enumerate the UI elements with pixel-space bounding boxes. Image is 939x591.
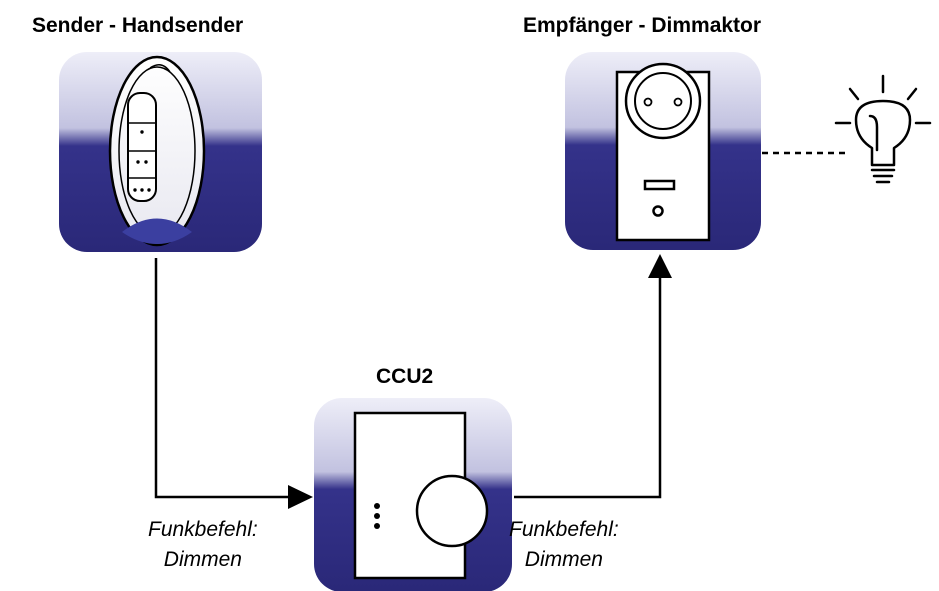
ccu-title: CCU2 — [376, 365, 434, 388]
connection-lines — [154, 151, 848, 499]
command-caption-left-line1: Funkbefehl: — [148, 518, 258, 541]
sender-title: Sender - Handsender — [32, 14, 244, 37]
command-caption-left-line2: Dimmen — [163, 548, 242, 571]
arrow-into-ccu-icon — [288, 485, 313, 509]
plug-dimmer-icon — [615, 62, 711, 242]
ccu-tile — [314, 398, 512, 591]
receiver-title: Empfänger - Dimmaktor — [523, 14, 762, 37]
command-caption-right-line1: Funkbefehl: — [509, 518, 619, 541]
command-caption-right: Funkbefehl: Dimmen — [509, 515, 619, 575]
sender-tile — [59, 52, 262, 252]
command-caption-right-line2: Dimmen — [524, 548, 603, 571]
ccu-device-icon — [353, 411, 489, 580]
arrow-into-receiver-icon — [648, 254, 672, 278]
remote-control-icon — [108, 55, 206, 247]
ccu-to-receiver-line — [514, 275, 662, 499]
sender-to-ccu-line — [154, 258, 290, 499]
receiver-tile — [565, 52, 761, 250]
lightbulb-icon — [834, 74, 932, 184]
command-caption-left: Funkbefehl: Dimmen — [148, 515, 258, 575]
